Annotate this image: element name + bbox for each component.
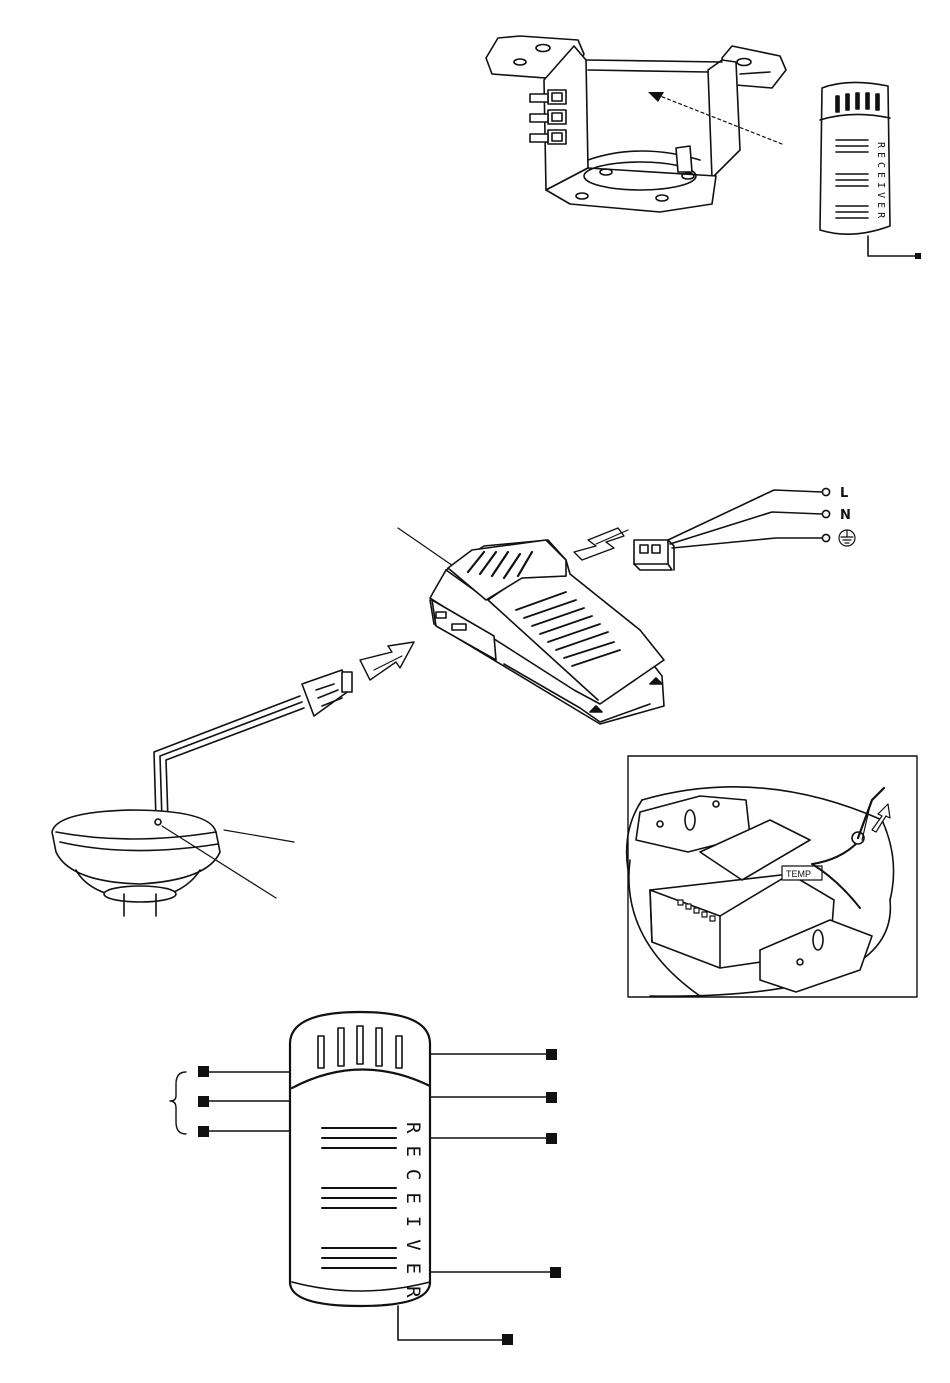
receiver-input-wires	[170, 1066, 290, 1137]
receiver-large: RECEIVER	[290, 1012, 430, 1310]
mounting-bracket	[486, 36, 786, 212]
power-terminals: L N	[668, 486, 855, 548]
power-connector-plug	[634, 540, 674, 570]
canopy-wire-connector	[154, 670, 352, 820]
receiver-small: RECEIVER	[820, 82, 921, 259]
canopy-install-detail: TEMP	[627, 756, 917, 997]
receiver-label-small: RECEIVER	[875, 142, 886, 222]
terminal-block	[530, 90, 566, 144]
ground-symbol-icon	[839, 530, 855, 546]
temp-tag-label: TEMP	[786, 869, 811, 879]
line-terminal-label: L	[840, 486, 848, 501]
receiver-label-large: RECEIVER	[402, 1122, 424, 1310]
receiver-box	[398, 528, 664, 724]
double-arrow-icon	[360, 642, 414, 680]
neutral-terminal-label: N	[840, 508, 851, 523]
receiver-bottom-wire	[398, 1306, 513, 1345]
canopy	[52, 810, 294, 916]
receiver-output-wires	[430, 1049, 561, 1278]
double-arrow-icon	[574, 528, 628, 560]
